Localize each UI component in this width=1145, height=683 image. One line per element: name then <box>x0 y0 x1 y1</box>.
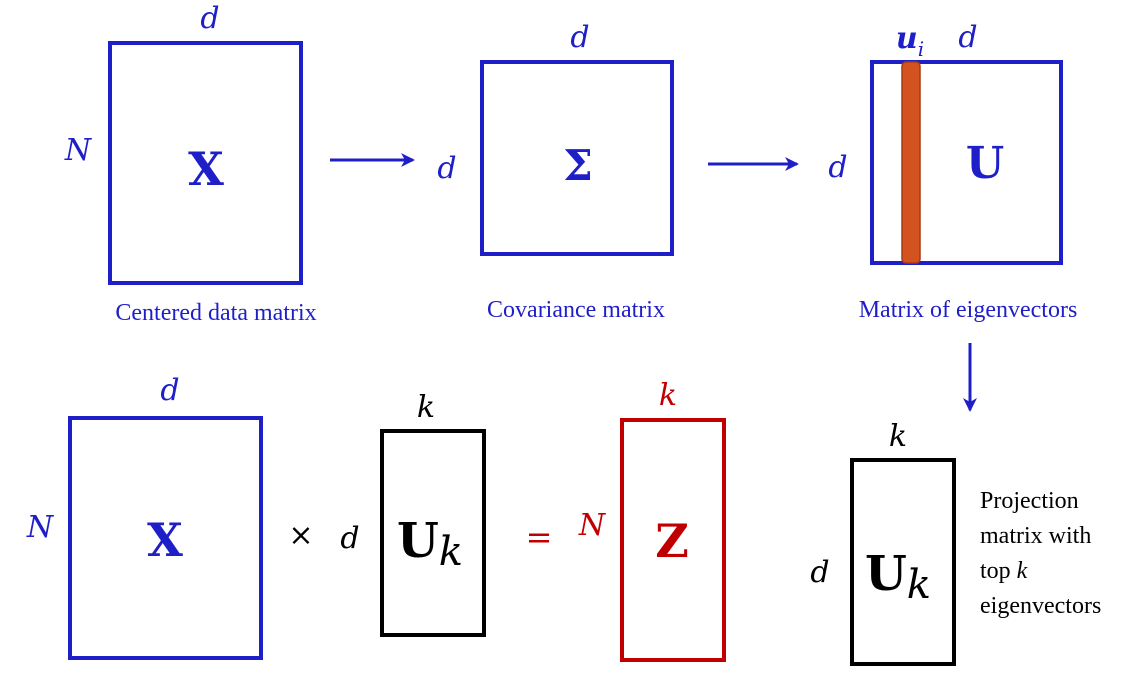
projection-uk-matrix: Uk k d <box>810 419 956 666</box>
top-cov-caption: Covariance matrix <box>487 297 665 323</box>
top-eig-matrix: U d ui d Matrix of eigenvectors <box>828 20 1077 323</box>
equals-sign: = <box>526 518 553 556</box>
bottom-z-matrix: Z k N <box>578 378 726 662</box>
projection-caption-line4: eigenvectors <box>980 593 1101 619</box>
top-x-row-label: N <box>64 133 93 168</box>
eigenvector-label: ui <box>896 21 924 61</box>
top-eig-col-label: d <box>958 20 977 55</box>
projection-uk-col-label: k <box>889 419 907 454</box>
projection-caption: Projection matrix with top k eigenvector… <box>980 488 1101 619</box>
bottom-uk-col-label: k <box>417 390 435 425</box>
top-cov-col-label: d <box>570 20 589 55</box>
bottom-z-symbol: Z <box>655 514 689 568</box>
top-x-caption: Centered data matrix <box>115 300 316 326</box>
top-x-col-label: d <box>200 1 219 36</box>
bottom-z-col-label: k <box>659 378 677 413</box>
top-x-symbol: X <box>188 142 224 196</box>
eigenvector-column <box>901 61 921 264</box>
bottom-uk-row-label: d <box>340 521 359 556</box>
bottom-uk-matrix: Uk k d <box>340 390 486 637</box>
top-eig-symbol: U <box>966 138 1004 189</box>
projection-caption-line3: top k <box>980 558 1028 584</box>
top-eig-row-label: d <box>828 150 847 185</box>
bottom-uk-symbol: Uk <box>397 513 463 575</box>
projection-caption-line1: Projection <box>980 488 1079 514</box>
bottom-x-symbol: X <box>147 513 183 567</box>
projection-caption-line2: matrix with <box>980 523 1091 549</box>
top-x-matrix: X d N Centered data matrix <box>64 1 317 326</box>
top-cov-matrix: Σ d d Covariance matrix <box>437 20 674 323</box>
top-cov-row-label: d <box>437 151 456 186</box>
times-sign: × <box>288 518 313 553</box>
top-eig-caption: Matrix of eigenvectors <box>859 297 1078 323</box>
bottom-z-row-label: N <box>578 508 607 543</box>
projection-uk-symbol: Uk <box>865 546 931 608</box>
top-cov-symbol: Σ <box>563 141 593 190</box>
projection-uk-row-label: d <box>810 555 829 590</box>
bottom-x-row-label: N <box>26 510 55 545</box>
bottom-x-col-label: d <box>160 373 179 408</box>
bottom-x-matrix: X d N <box>26 373 263 660</box>
